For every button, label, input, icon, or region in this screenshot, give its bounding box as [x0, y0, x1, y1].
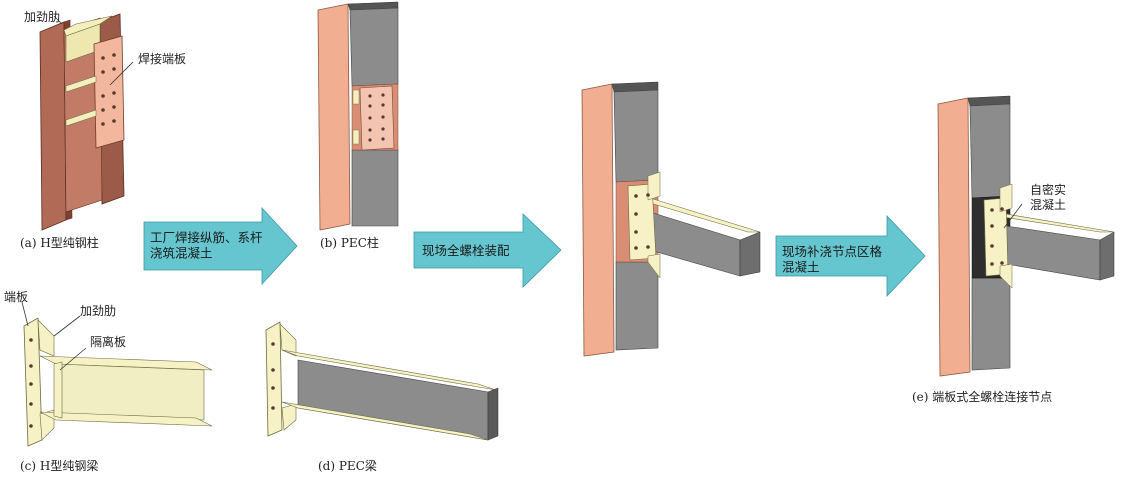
text-line: 现场补浇节点区格: [782, 244, 883, 259]
label-end-plate-c: 端板: [4, 290, 28, 304]
steel-column-a: [39, 13, 134, 231]
arrow-grouting-text: 现场补浇节点区格混凝土: [782, 244, 883, 275]
caption-a: (a) H型纯钢柱: [20, 235, 99, 250]
arrow-factory: [143, 206, 298, 286]
text-line: 工厂焊接纵筋、系杆: [150, 230, 263, 245]
arrow-assembly: [413, 213, 562, 288]
text-line: 现场全螺栓装配: [422, 243, 510, 258]
text-line: 混凝土: [782, 260, 820, 275]
caption-e: (e) 端板式全螺栓连接节点: [912, 389, 1052, 404]
label-self-compacting-concrete: 自密实混凝土: [1030, 182, 1066, 212]
text-line: 混凝土: [1030, 197, 1066, 212]
text-line: 浇筑混凝土: [150, 246, 213, 261]
final-joint-e: [937, 95, 1115, 377]
arrow-assembly-text: 现场全螺栓装配: [422, 243, 510, 258]
label-stiffener-a: 加劲肋: [24, 9, 60, 24]
label-isolation-plate: 隔离板: [90, 334, 126, 349]
pec-column-b: [317, 1, 399, 231]
assembled-joint: [581, 81, 761, 357]
arrow-factory-text: 工厂焊接纵筋、系杆浇筑混凝土: [150, 230, 263, 261]
pec-beam-d: [265, 321, 499, 441]
arrow-grouting: [775, 214, 926, 298]
label-welded-end-plate: 焊接端板: [138, 51, 186, 66]
steel-beam-c: [21, 301, 213, 447]
caption-c: (c) H型纯钢梁: [20, 458, 98, 473]
text-line: 自密实: [1030, 182, 1066, 197]
caption-d: (d) PEC梁: [318, 458, 377, 473]
label-stiffener-c: 加劲肋: [80, 303, 116, 318]
caption-b: (b) PEC柱: [320, 235, 379, 250]
